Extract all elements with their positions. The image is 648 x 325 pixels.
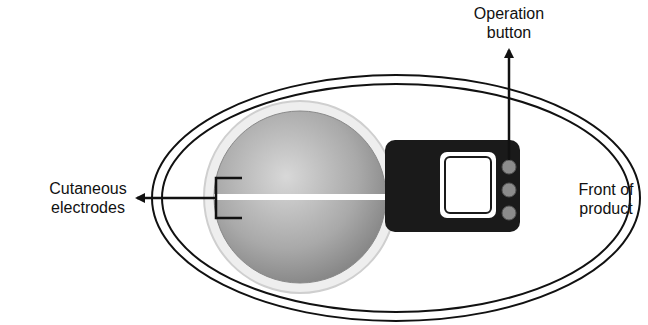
electrode-ring [204, 101, 396, 293]
operation-label: Operation button [464, 4, 554, 42]
front-label: Front of product [570, 180, 642, 218]
outer-housing [152, 75, 640, 321]
inner-housing [162, 84, 630, 312]
electrode-dome [214, 111, 386, 283]
leader-line [137, 197, 216, 200]
button [502, 206, 516, 220]
screen-frame [440, 152, 496, 218]
electrode-label: Cutaneous electrodes [42, 179, 134, 217]
control-panel [385, 140, 520, 232]
leader-line [508, 50, 511, 160]
button [502, 183, 516, 197]
electrode-gap [214, 194, 386, 200]
button [502, 160, 516, 174]
screen [445, 157, 491, 213]
bracket [216, 178, 242, 218]
